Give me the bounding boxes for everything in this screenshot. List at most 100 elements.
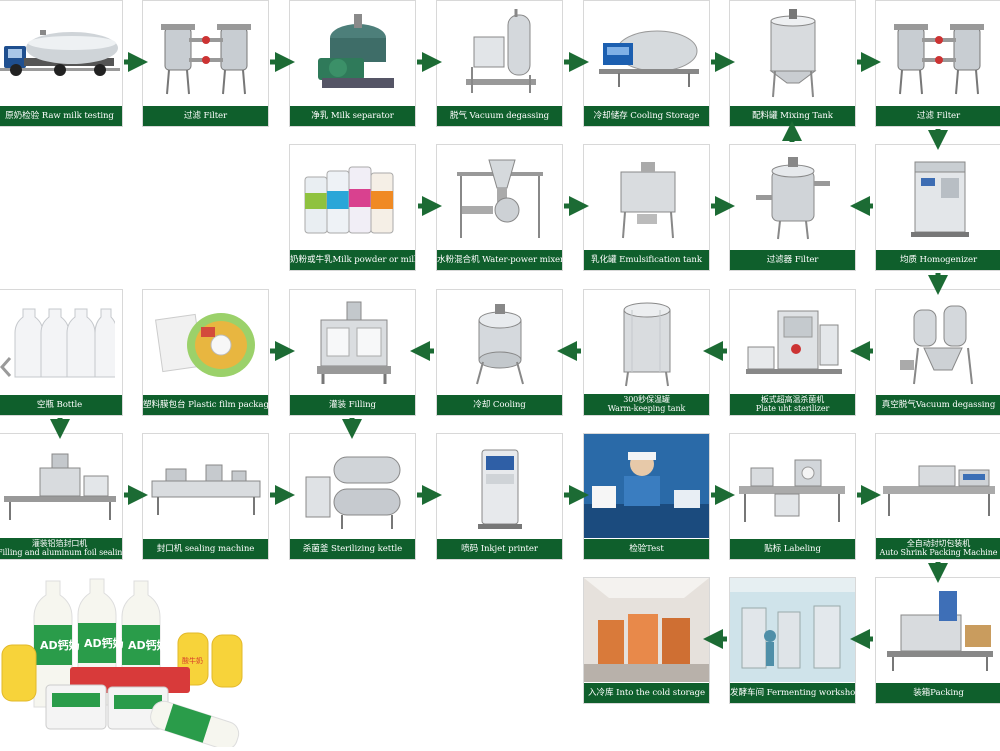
step-label: 板式超高温杀菌机 Plate uht sterilizer [730, 394, 855, 415]
dairy-products-illustration: AD钙奶 AD钙奶 AD钙奶 酸牛奶 [0, 575, 280, 750]
step-label: 灌装铝箔封口机 Filling and aluminum foil sealin… [0, 538, 122, 559]
step-label: 乳化罐 Emulsification tank [584, 250, 709, 270]
empty-bottles-icon [0, 290, 122, 394]
step-filter-1: 过滤 Filter [142, 0, 269, 127]
step-plate-uht-sterilizer: 板式超高温杀菌机 Plate uht sterilizer [729, 289, 856, 416]
step-label: 300秒保温罐 Warm-keeping tank [584, 394, 709, 415]
step-label: 配料罐 Mixing Tank [730, 106, 855, 126]
step-label: 杀菌釜 Sterilizing kettle [290, 539, 415, 559]
step-label: 奶粉或牛乳Milk powder or milk [290, 250, 415, 270]
step-water-power-mixer: 水粉混合机 Water-power mixer [436, 144, 563, 271]
pressure-filter-icon [730, 145, 855, 249]
step-label-cn: 300秒保温罐 [623, 395, 670, 404]
step-label-cn: 全自动封切包装机 [906, 539, 971, 548]
inkjet-printer-icon [437, 434, 562, 538]
step-label: 喷码 Inkjet printer [437, 539, 562, 559]
step-packing: 装箱Packing [875, 577, 1000, 704]
centrifugal-separator-icon [290, 1, 415, 105]
step-label: 过滤 Filter [143, 106, 268, 126]
step-label: 全自动封切包装机 Auto Shrink Packing Machine [876, 538, 1000, 559]
cold-storage-room-icon [584, 578, 709, 682]
step-label: 空瓶 Bottle [0, 395, 122, 415]
step-raw-milk-testing: 原奶检验 Raw milk testing [0, 0, 123, 127]
cooling-tank-icon [437, 290, 562, 394]
warm-keeping-tank-icon [584, 290, 709, 394]
step-auto-shrink-packing: 全自动封切包装机 Auto Shrink Packing Machine [875, 433, 1000, 560]
case-packer-icon [876, 578, 1000, 682]
shrink-packing-machine-icon [876, 434, 1000, 538]
step-bottle: 空瓶 Bottle [0, 289, 123, 416]
bottle-label: AD钙奶 [40, 638, 80, 652]
step-sterilizing-kettle: 杀菌釜 Sterilizing kettle [289, 433, 416, 560]
step-label-cn: 灌装铝箔封口机 [31, 539, 88, 548]
filling-machine-icon [290, 290, 415, 394]
lying-bottle [150, 700, 240, 750]
step-homogenizer: 均质 Homogenizer [875, 144, 1000, 271]
step-label-cn: 板式超高温杀菌机 [760, 395, 825, 404]
step-label: 封口机 sealing machine [143, 539, 268, 559]
small-bottle [211, 634, 243, 688]
step-warm-keeping-tank: 300秒保温罐 Warm-keeping tank [583, 289, 710, 416]
bottle-label: AD钙奶 [84, 636, 124, 650]
step-label: 脱气 Vacuum degassing [437, 106, 562, 126]
step-cooling: 冷却 Cooling [436, 289, 563, 416]
step-label: 冷却储存 Cooling Storage [584, 106, 709, 126]
step-label: 塑料膜包台 Plastic film packaging table [143, 395, 268, 415]
vacuum-degasser-icon [437, 1, 562, 105]
emulsification-tank-icon [584, 145, 709, 249]
step-filling: 灌装 Filling [289, 289, 416, 416]
step-mixing-tank: 配料罐 Mixing Tank [729, 0, 856, 127]
step-milk-powder: 奶粉或牛乳Milk powder or milk [289, 144, 416, 271]
step-label: 发酵车间 Fermenting workshop [730, 683, 855, 703]
sealing-machine-icon [143, 434, 268, 538]
film-roll-icon [143, 290, 268, 394]
step-label: 均质 Homogenizer [876, 250, 1000, 270]
step-vacuum-degassing-1: 脱气 Vacuum degassing [436, 0, 563, 127]
cooling-tank-icon [584, 1, 709, 105]
twin-filter-icon [143, 1, 268, 105]
sterilizing-kettle-icon [290, 434, 415, 538]
milk-powder-cans-icon [290, 145, 415, 249]
homogenizer-icon [876, 145, 1000, 249]
step-label-en: Auto Shrink Packing Machine [879, 548, 998, 557]
step-label: 净乳 Milk separator [290, 106, 415, 126]
mixing-tank-icon [730, 1, 855, 105]
dairy-products-icon: AD钙奶 AD钙奶 AD钙奶 酸牛奶 [1, 578, 243, 750]
step-cooling-storage: 冷却储存 Cooling Storage [583, 0, 710, 127]
step-test: 检验Test [583, 433, 710, 560]
step-label-en: Filling and aluminum foil sealing machin… [0, 548, 122, 557]
step-inkjet-printer: 喷码 Inkjet printer [436, 433, 563, 560]
step-label-en: Warm-keeping tank [607, 404, 686, 413]
plate-sterilizer-icon [730, 290, 855, 394]
step-milk-separator: 净乳 Milk separator [289, 0, 416, 127]
step-label: 装箱Packing [876, 683, 1000, 703]
foil-sealing-line-icon [0, 434, 122, 538]
step-labeling: 贴标 Labeling [729, 433, 856, 560]
step-label: 过滤 Filter [876, 106, 1000, 126]
small-bottle [1, 644, 37, 702]
step-label: 真空脱气Vacuum degassing [876, 395, 1000, 415]
step-vacuum-degassing-2: 真空脱气Vacuum degassing [875, 289, 1000, 416]
step-emulsification-tank: 乳化罐 Emulsification tank [583, 144, 710, 271]
powder-mixer-icon [437, 145, 562, 249]
step-label: 原奶检验 Raw milk testing [0, 106, 122, 126]
vacuum-degasser-icon [876, 290, 1000, 394]
bottle-label: AD钙奶 [128, 638, 168, 652]
step-label: 灌装 Filling [290, 395, 415, 415]
step-label: 入冷库 Into the cold storage [584, 683, 709, 703]
step-filling-foil-sealing: 灌装铝箔封口机 Filling and aluminum foil sealin… [0, 433, 123, 560]
step-sealing-machine: 封口机 sealing machine [142, 433, 269, 560]
inspection-workers-icon [584, 434, 709, 538]
step-label: 检验Test [584, 539, 709, 559]
step-cold-storage: 入冷库 Into the cold storage [583, 577, 710, 704]
step-label: 贴标 Labeling [730, 539, 855, 559]
small-bottle-label: 酸牛奶 [182, 656, 203, 665]
step-label: 过滤器 Filter [730, 250, 855, 270]
labeling-machine-icon [730, 434, 855, 538]
twin-filter-icon [876, 1, 1000, 105]
tanker-truck-icon [0, 1, 122, 105]
step-label-en: Plate uht sterilizer [755, 404, 830, 413]
fermenting-workshop-icon [730, 578, 855, 682]
step-fermenting-workshop: 发酵车间 Fermenting workshop [729, 577, 856, 704]
step-label: 冷却 Cooling [437, 395, 562, 415]
